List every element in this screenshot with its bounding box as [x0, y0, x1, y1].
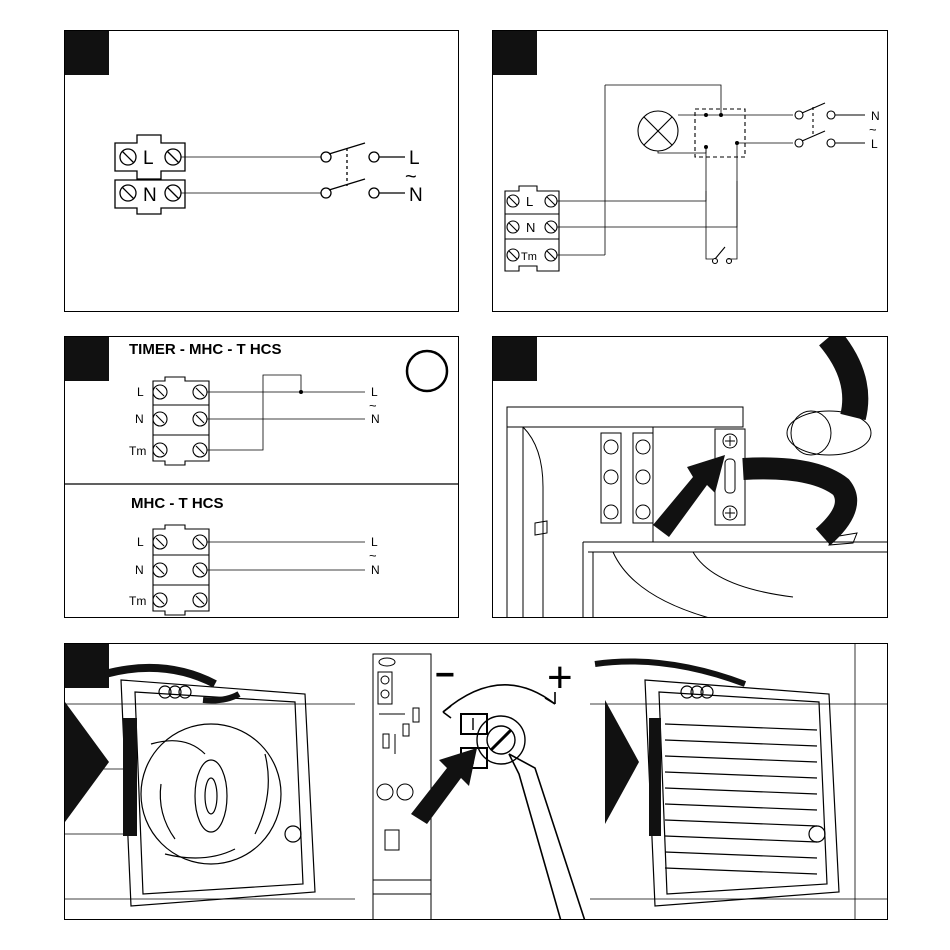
bottom-tilde: ~ — [369, 548, 377, 563]
potentiometer-detail — [443, 685, 585, 920]
line-label-n: N — [409, 185, 423, 206]
panel-cable-installation — [492, 336, 888, 618]
wiring-diagram-ln: L N L ~ N — [65, 31, 459, 312]
wiring-diagram-variants: L N Tm L ~ N L N Tm L ~ N — [65, 337, 459, 618]
terminal-label-l: L — [143, 148, 154, 169]
bottom-left-label-n: N — [135, 563, 144, 577]
fan-unit-right — [645, 680, 839, 906]
arrow-left — [65, 702, 109, 822]
point-arrow — [411, 748, 477, 824]
cable-right — [595, 662, 745, 685]
circle-marker — [407, 351, 447, 391]
cable-lower — [743, 468, 846, 537]
bottom-right-label-n: N — [371, 563, 380, 577]
panel-timer-adjustment: − + — [64, 643, 888, 920]
fan-unit-left — [121, 680, 315, 906]
timer-pcb — [373, 654, 431, 920]
top-left-label-tm: Tm — [129, 444, 146, 458]
top-tilde: ~ — [369, 398, 377, 413]
panel-wiring-ln: L N L ~ N — [64, 30, 459, 312]
panel-wiring-light-switch: L N Tm N ~ L — [492, 30, 888, 312]
terminal-label-n: N — [143, 185, 157, 206]
line-label-l: L — [871, 137, 878, 151]
top-left-label-l: L — [137, 385, 144, 399]
cable-installation-illustration — [493, 337, 888, 618]
wiring-diagram-light-switch: L N Tm N ~ L — [493, 31, 888, 312]
cable-upper — [829, 337, 855, 417]
terminal-label-l: L — [526, 194, 533, 209]
plus-symbol: + — [547, 653, 573, 702]
insert-arrow — [653, 455, 725, 537]
tilde-symbol: ~ — [869, 122, 877, 137]
arrow-right — [605, 700, 639, 824]
timer-adjustment-illustration: − + — [65, 644, 888, 920]
bottom-right-label-l: L — [371, 535, 378, 549]
terminal-label-tm: Tm — [521, 251, 537, 263]
bottom-left-label-l: L — [137, 535, 144, 549]
top-left-label-n: N — [135, 412, 144, 426]
bottom-left-label-tm: Tm — [129, 594, 146, 608]
top-right-label-n: N — [371, 412, 380, 426]
terminal-label-n: N — [526, 220, 535, 235]
panel-wiring-variants: TIMER - MHC - T HCS MHC - T HCS — [64, 336, 459, 618]
top-right-label-l: L — [371, 385, 378, 399]
line-label-n: N — [871, 109, 880, 123]
minus-symbol: − — [435, 656, 455, 694]
